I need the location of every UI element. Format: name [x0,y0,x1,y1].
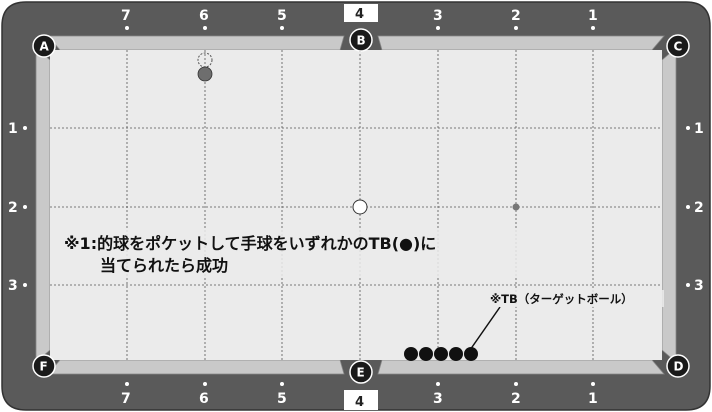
top-rail-number-1: 1 [588,8,598,24]
top-rail-number-3: 3 [433,8,443,24]
bottom-rail-number-1: 1 [588,391,598,407]
top-rail-number-6: 6 [199,8,209,24]
note-bg [62,229,534,277]
left-rail-number-3: 3 [8,278,18,294]
pocket-c-label: C [674,40,683,54]
pocket-f-label: F [40,360,48,374]
note-line-2: 当てられたら成功 [100,256,228,275]
bottom-center-marker-bg [344,390,378,410]
tb-pointer-line [469,306,501,351]
target-ball [434,347,448,361]
left-rail-number-2: 2 [8,200,18,216]
pocket-b: B [349,28,373,52]
right-rail-number-2: 2 [694,200,704,216]
pocket-a: A [32,34,56,58]
tb-label: ※TB（ターゲットボール） [490,292,633,306]
bottom-rail-diamonds [125,382,595,386]
left-rail-numbers: 1 2 3 [8,121,18,294]
top-rail-number-2: 2 [511,8,521,24]
right-rail-numbers: 1 2 3 [694,121,704,294]
target-ball [419,347,433,361]
cushion-bottom-left [47,359,345,375]
pocket-e: E [349,360,373,384]
top-rail-number-4: 4 [355,7,364,22]
left-rail-number-1: 1 [8,121,18,137]
bottom-rail-number-4: 4 [355,395,364,410]
pocket-f: F [32,354,56,378]
target-ball [404,347,418,361]
top-rail-number-7: 7 [121,8,131,24]
top-rail-number-5: 5 [277,8,287,24]
object-ball [197,66,213,82]
top-center-marker-bg [344,4,378,22]
right-rail-diamonds [686,126,690,287]
cushion-top-right [377,35,665,51]
bottom-rail-numbers: 7 6 5 4 3 2 1 [121,391,598,410]
cushion-left [35,47,51,363]
right-rail-number-3: 3 [694,278,704,294]
spot-marker [512,203,520,211]
bottom-rail-number-3: 3 [433,391,443,407]
bottom-rail-number-5: 5 [277,391,287,407]
bottom-rail-number-6: 6 [199,391,209,407]
bottom-rail-number-7: 7 [121,391,131,407]
tb-label-bg [488,290,664,307]
pocket-c: C [666,34,690,58]
right-rail-number-1: 1 [694,121,704,137]
pocket-b-label: B [357,34,366,48]
cushion-top-left [47,35,345,51]
pocket-d: D [666,354,690,378]
target-ball [464,347,478,361]
cushion-right [661,47,677,363]
bottom-rail-number-2: 2 [511,391,521,407]
target-ball [449,347,463,361]
left-rail-diamonds [23,126,27,287]
pocket-d-label: D [674,360,684,374]
note-line-1: ※1:的球をポケットして手球をいずれかのTB(●)に [64,234,436,253]
pocket-a-label: A [40,40,50,54]
cushion-bottom-right [377,359,665,375]
cue-ball [352,199,368,215]
top-rail-diamonds [125,26,595,30]
pocket-e-label: E [357,366,365,380]
target-balls [404,347,478,361]
top-rail-numbers: 7 6 5 4 3 2 1 [121,7,598,24]
